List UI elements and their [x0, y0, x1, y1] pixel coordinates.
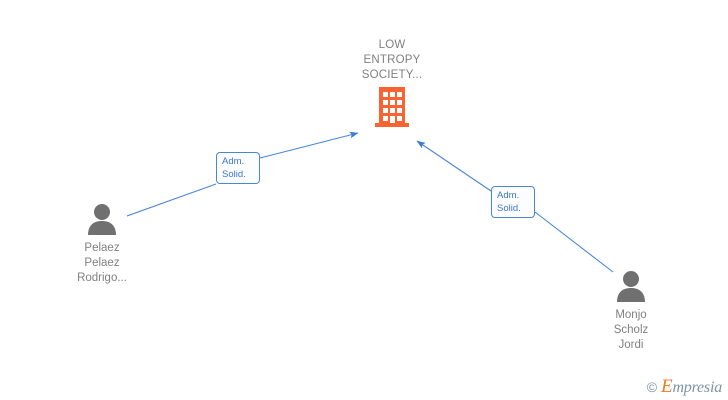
edge-label-right[interactable]: Adm. Solid. — [491, 186, 535, 218]
person-silhouette-icon[interactable] — [614, 270, 648, 302]
company-name-label: LOW ENTROPY SOCIETY... — [361, 39, 423, 81]
edge-label-left-line1: Adm. — [222, 156, 245, 167]
office-building-icon[interactable] — [375, 87, 409, 127]
person-node-right[interactable]: Monjo Scholz Jordi — [571, 270, 691, 353]
edge-label-left[interactable]: Adm. Solid. — [216, 152, 260, 184]
edge-label-left-line2: Solid. — [222, 169, 246, 180]
copyright-icon: © — [646, 378, 658, 395]
brand-rest: mpresia — [672, 379, 722, 396]
brand-logo-text: Empresia — [661, 377, 722, 396]
edge-line-right-upper — [416, 140, 492, 192]
company-node[interactable]: LOW ENTROPY SOCIETY... — [332, 38, 452, 127]
person-silhouette-icon[interactable] — [85, 203, 119, 235]
edge-label-right-line1: Adm. — [497, 190, 520, 201]
person-name-label-right: Monjo Scholz Jordi — [613, 309, 649, 351]
watermark: © Empresia — [647, 377, 722, 396]
brand-initial: E — [661, 376, 673, 397]
person-node-left[interactable]: Pelaez Pelaez Rodrigo... — [42, 203, 162, 286]
edge-line-left-upper — [259, 131, 359, 159]
person-name-label-left: Pelaez Pelaez Rodrigo... — [77, 242, 127, 284]
edge-line-left-lower — [126, 183, 217, 217]
edge-label-right-line2: Solid. — [497, 203, 521, 214]
edge-line-right-lower — [534, 211, 614, 273]
